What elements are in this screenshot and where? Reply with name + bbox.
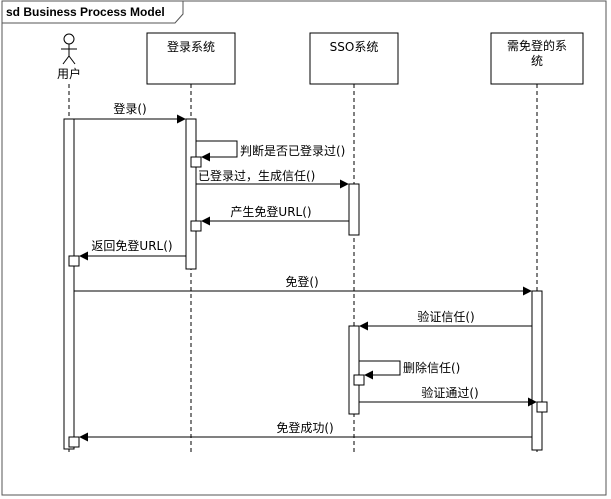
message-label-login: 登录() [113, 101, 146, 116]
activation-bar-user-return [68, 255, 80, 267]
activation-bar-user [63, 118, 75, 450]
actor-icon [61, 33, 77, 65]
participant-label-target-system-line2: 统 [531, 54, 543, 68]
participant-label-login-system: 登录系统 [167, 39, 215, 54]
activation-bar-user-final [68, 436, 80, 448]
message-label-generate-trust: 已登录过，生成信任() [198, 168, 315, 183]
activation-bar-login-self-call [190, 156, 202, 168]
participant-label-user: 用户 [57, 66, 81, 81]
message-label-delete-trust: 删除信任() [403, 360, 460, 375]
message-label-produce-url: 产生免登URL() [230, 204, 311, 219]
frame-title-tab [1, 0, 184, 24]
message-label-auto-login: 免登() [285, 274, 318, 289]
message-label-return-url: 返回免登URL() [91, 238, 172, 253]
activation-bar-login-return [190, 220, 202, 232]
message-label-check-logged-in: 判断是否已登录过() [240, 143, 345, 158]
message-label-verify-trust: 验证信任() [417, 309, 474, 324]
activation-bar-login-system [185, 118, 197, 270]
participant-login-system: 登录系统 [146, 32, 236, 85]
activation-bar-target-system [531, 290, 543, 451]
message-arrow-delete-trust [359, 360, 401, 380]
frame-title: sd Business Process Model [6, 5, 165, 19]
participant-sso-system: SSO系统 [309, 32, 399, 85]
activation-bar-sso-system-1 [348, 183, 360, 236]
activation-bar-sso-system-2 [348, 325, 360, 415]
participant-label-target-system-line1: 需免登的系 [507, 38, 567, 53]
participant-target-system: 需免登的系 统 [490, 32, 584, 85]
participant-label-sso-system: SSO系统 [330, 40, 379, 54]
participant-box-target-system [490, 32, 584, 85]
participant-user: 用户 [57, 33, 81, 81]
activation-bar-target-return [536, 401, 548, 413]
activation-bar-sso-self-call [353, 374, 365, 386]
participant-box-sso-system [309, 32, 399, 85]
message-arrow-check-logged-in [196, 140, 238, 162]
message-label-verified: 验证通过() [421, 385, 478, 400]
message-label-login-success: 免登成功() [276, 420, 333, 435]
